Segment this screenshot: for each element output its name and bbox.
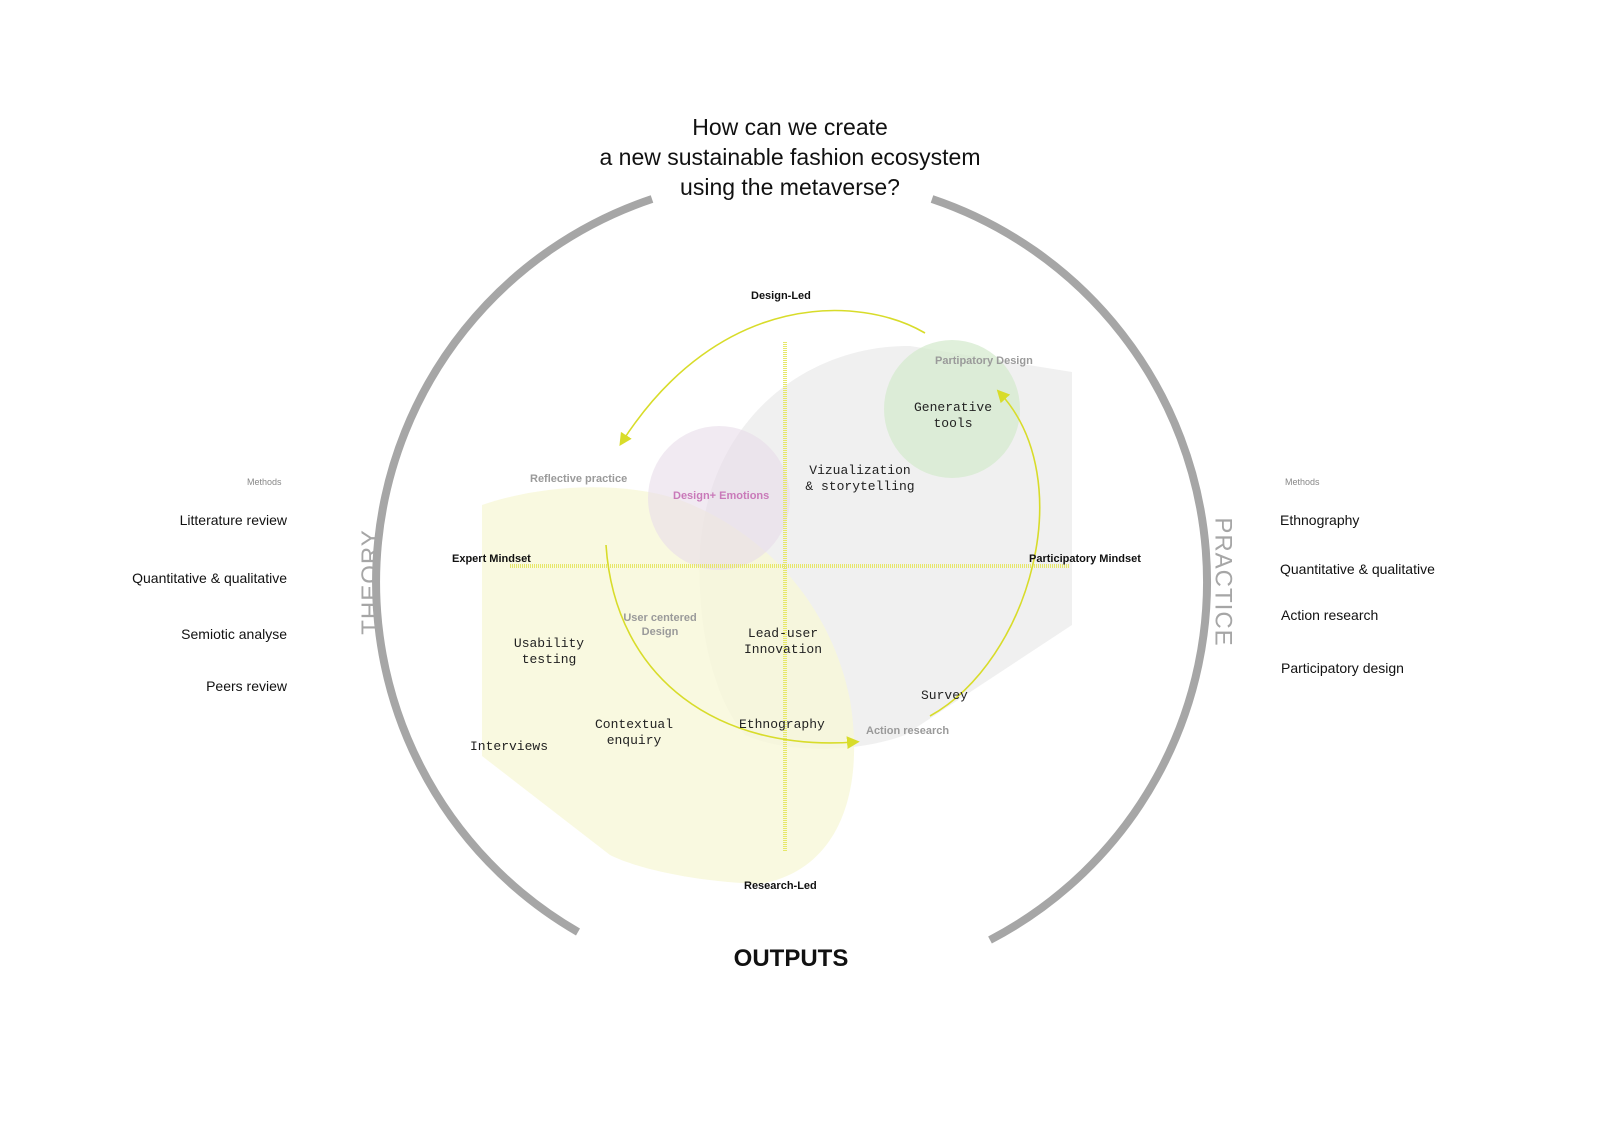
left-method-item: Peers review [206, 678, 287, 694]
label-line: Generative [913, 400, 992, 415]
label-line: Design [641, 626, 679, 638]
title-line: How can we create [692, 114, 888, 140]
outputs-label: OUTPUTS [733, 945, 849, 972]
approach-reflective-practice: Reflective practice [530, 473, 628, 485]
generative-circle [884, 340, 1020, 478]
left-method-item: Semiotic analyse [181, 626, 287, 642]
arrow-research-led [605, 544, 860, 749]
arrow-design-led [619, 309, 926, 447]
approach-participatory-design: Partipatory Design [935, 355, 1033, 367]
label-line: tools [933, 416, 973, 431]
label-line: testing [521, 652, 577, 667]
right-method-item: Quantitative & qualitative [1280, 561, 1435, 577]
approach-design-emotions: Design+ Emotions [673, 490, 770, 502]
title-line: using the metaverse? [680, 174, 900, 200]
label-line: User centered [623, 612, 697, 624]
ring-arc-right [930, 195, 1211, 944]
technique-lead-user-innovation: Lead-user Innovation [733, 626, 833, 658]
label-line: & storytelling [805, 479, 915, 494]
label-line: Innovation [743, 642, 822, 657]
title-line: a new sustainable fashion ecosystem [599, 144, 981, 170]
left-methods-heading: Methods [247, 477, 282, 487]
arrow-participatory [929, 389, 1041, 717]
approach-action-research: Action research [866, 725, 950, 737]
technique-interviews: Interviews [470, 739, 549, 754]
label-line: Vizualization [809, 463, 911, 478]
label-line: Lead-user [747, 626, 819, 641]
technique-survey: Survey [921, 688, 968, 703]
technique-usability-testing: Usability testing [499, 636, 599, 668]
left-method-item: Litterature review [179, 512, 287, 528]
approach-user-centered-design: User centered Design [616, 611, 704, 639]
practice-label: PRACTICE [1209, 517, 1237, 647]
axis-label-research-led: Research-Led [744, 880, 817, 892]
axis-label-participatory-mindset: Participatory Mindset [1029, 553, 1141, 565]
research-question: How can we create a new sustainable fash… [500, 112, 1080, 202]
design-emotions-circle [648, 426, 790, 570]
label-line: Usability [513, 636, 585, 651]
right-method-item: Ethnography [1280, 512, 1360, 528]
ring-arc-left [372, 195, 654, 936]
right-method-item: Participatory design [1281, 660, 1404, 676]
technique-ethnography: Ethnography [739, 717, 825, 732]
right-methods-heading: Methods [1285, 477, 1320, 487]
technique-contextual-enquiry: Contextual enquiry [584, 717, 684, 749]
technique-visualization-storytelling: Vizualization & storytelling [800, 463, 920, 495]
label-line: enquiry [606, 733, 662, 748]
axis-label-design-led: Design-Led [751, 290, 811, 302]
axis-label-expert-mindset: Expert Mindset [452, 553, 531, 565]
label-line: Contextual [594, 717, 673, 732]
right-method-item: Action research [1281, 607, 1379, 623]
theory-label: THEORY [356, 529, 384, 635]
technique-generative-tools: Generative tools [903, 400, 1003, 432]
left-method-item: Quantitative & qualitative [132, 570, 287, 586]
